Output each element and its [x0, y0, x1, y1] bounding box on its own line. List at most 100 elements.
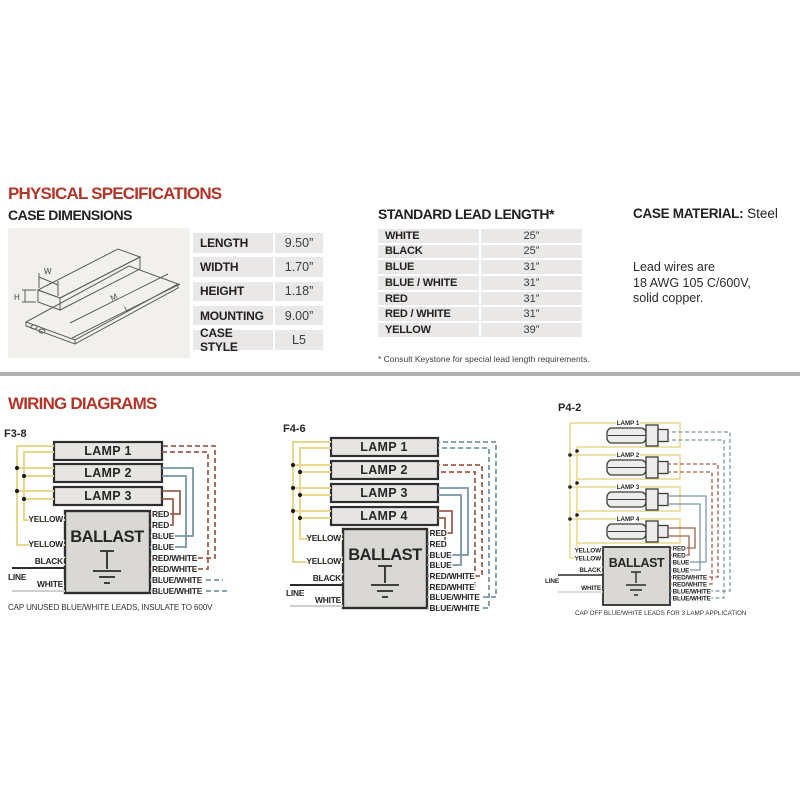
row-label: RED / WHITE — [378, 307, 479, 321]
wire-label-blue-white: BLUE/WHITE — [430, 603, 481, 613]
junction-dot — [575, 449, 579, 453]
row-label: WHITE — [378, 229, 479, 243]
red-white-wire — [668, 471, 713, 585]
blue-wire — [150, 467, 194, 537]
note-line: Lead wires are — [633, 260, 715, 274]
ground-icon — [371, 565, 399, 598]
red-wire — [668, 535, 690, 556]
row-value: 25” — [481, 229, 582, 243]
table-row: WHITE 25” — [378, 229, 582, 243]
table-row: YELLOW 39” — [378, 323, 582, 337]
junction-dot — [575, 481, 579, 485]
junction-dot — [297, 515, 303, 521]
row-label: RED — [378, 291, 479, 306]
case-isometric-drawing: W H M L — [8, 228, 190, 358]
row-label: CASE STYLE — [193, 326, 273, 354]
table-row: MOUNTING 9.00” — [193, 305, 323, 326]
row-value: 31” — [481, 307, 582, 321]
row-value: 25” — [481, 244, 582, 259]
table-row: RED / WHITE 31” — [378, 307, 582, 321]
red-white-wire — [668, 463, 719, 578]
red-wire — [668, 527, 696, 549]
table-row: CASE STYLE L5 — [193, 326, 323, 354]
yellow-loop — [570, 518, 681, 544]
row-label: LENGTH — [193, 233, 273, 253]
blue-white-wire — [668, 431, 731, 592]
junction-dot — [14, 488, 20, 494]
diagram-note: CAP UNUSED BLUE/WHITE LEADS, INSULATE TO… — [8, 603, 213, 612]
blue-wire — [427, 487, 469, 556]
red-wire — [427, 517, 446, 545]
wire-label-yellow: YELLOW — [306, 533, 341, 543]
row-value: 39” — [481, 323, 582, 337]
note-line: solid copper. — [633, 291, 704, 305]
dim-label-h: H — [14, 293, 20, 302]
lamp-label: LAMP 2 — [360, 463, 407, 477]
ballast-label: BALLAST — [348, 546, 422, 564]
red-wire — [150, 490, 181, 515]
lamp-box — [329, 505, 440, 527]
compact-lamp — [606, 520, 669, 543]
compact-lamp — [606, 488, 669, 511]
wire-label-blue-white: BLUE/WHITE — [152, 575, 203, 585]
case-dimensions-table: LENGTH 9.50” WIDTH 1.70” HEIGHT 1.18” MO… — [193, 233, 323, 354]
lamp-label: LAMP 2 — [617, 452, 640, 459]
table-row: WIDTH 1.70” — [193, 257, 323, 277]
yellow-wire — [576, 447, 603, 551]
wire-label-red-white: RED/WHITE — [430, 571, 476, 581]
wire-label-line: LINE — [286, 588, 305, 598]
row-label: WIDTH — [193, 257, 273, 277]
yellow-loop — [570, 422, 681, 448]
wiring-diagram-f4-6: F4-6 LAMP 1 LAMP 2 LAMP 3 LAMP 4 BALLAST… — [283, 423, 497, 614]
blue-wire — [150, 475, 187, 548]
wire-label-blue-white: BLUE/WHITE — [430, 592, 481, 602]
row-label: MOUNTING — [193, 305, 273, 326]
note-line: 18 AWG 105 C/600V, — [633, 275, 751, 290]
lamp-box — [329, 482, 440, 504]
wire-label-yellow: YELLOW — [28, 514, 63, 524]
lamp-box — [329, 459, 440, 481]
junction-dot — [14, 465, 20, 471]
red-wire — [427, 510, 453, 534]
case-material-label: CASE MATERIAL: — [633, 206, 744, 221]
row-value: 31” — [481, 260, 582, 274]
wire-label-line: LINE — [545, 578, 560, 585]
case-material-value: Steel — [747, 206, 778, 221]
diagram-note: CAP OFF BLUE/WHITE LEADS FOR 3 LAMP APPL… — [575, 610, 747, 617]
junction-dot — [568, 453, 572, 457]
junction-dot — [290, 508, 296, 514]
yellow-wire — [292, 441, 343, 563]
yellow-wire — [569, 423, 603, 559]
junction-dot — [568, 517, 572, 521]
wire-label-line: LINE — [8, 572, 27, 582]
table-row: BLUE 31” — [378, 260, 582, 274]
lamp-label: LAMP 3 — [617, 484, 640, 491]
table-row: BLACK 25” — [378, 244, 582, 259]
lamp-label: LAMP 4 — [360, 509, 407, 523]
wiring-diagrams-title: WIRING DIAGRAMS — [8, 394, 157, 413]
red-white-wire — [150, 445, 216, 559]
dim-label-w: W — [44, 267, 52, 276]
lamp-label: LAMP 4 — [617, 516, 640, 523]
wire-label-white: WHITE — [315, 595, 342, 605]
lamp-label: LAMP 3 — [84, 489, 131, 503]
junction-dot — [290, 462, 296, 468]
row-value: 31” — [481, 276, 582, 290]
lead-length-footnote: * Consult Keystone for special lead leng… — [378, 354, 590, 364]
wire-label-white: WHITE — [581, 585, 602, 592]
lamp-label: LAMP 3 — [360, 486, 407, 500]
blue-wire — [427, 494, 462, 566]
wire-label-black: BLACK — [35, 556, 63, 566]
wire-label-red-white: RED/WHITE — [430, 582, 476, 592]
case-end-face — [37, 289, 61, 311]
lamp-box — [52, 462, 164, 484]
lamp-label: LAMP 1 — [617, 420, 640, 427]
compact-lamp — [606, 424, 669, 447]
table-row: HEIGHT 1.18” — [193, 281, 323, 302]
ballast-label: BALLAST — [70, 528, 144, 546]
wire-label-red: RED — [673, 553, 687, 560]
wire-label-black: BLACK — [579, 567, 601, 574]
wire-label-blue: BLUE — [152, 531, 175, 541]
row-label: YELLOW — [378, 323, 479, 337]
wire-label-yellow: YELLOW — [575, 548, 603, 555]
